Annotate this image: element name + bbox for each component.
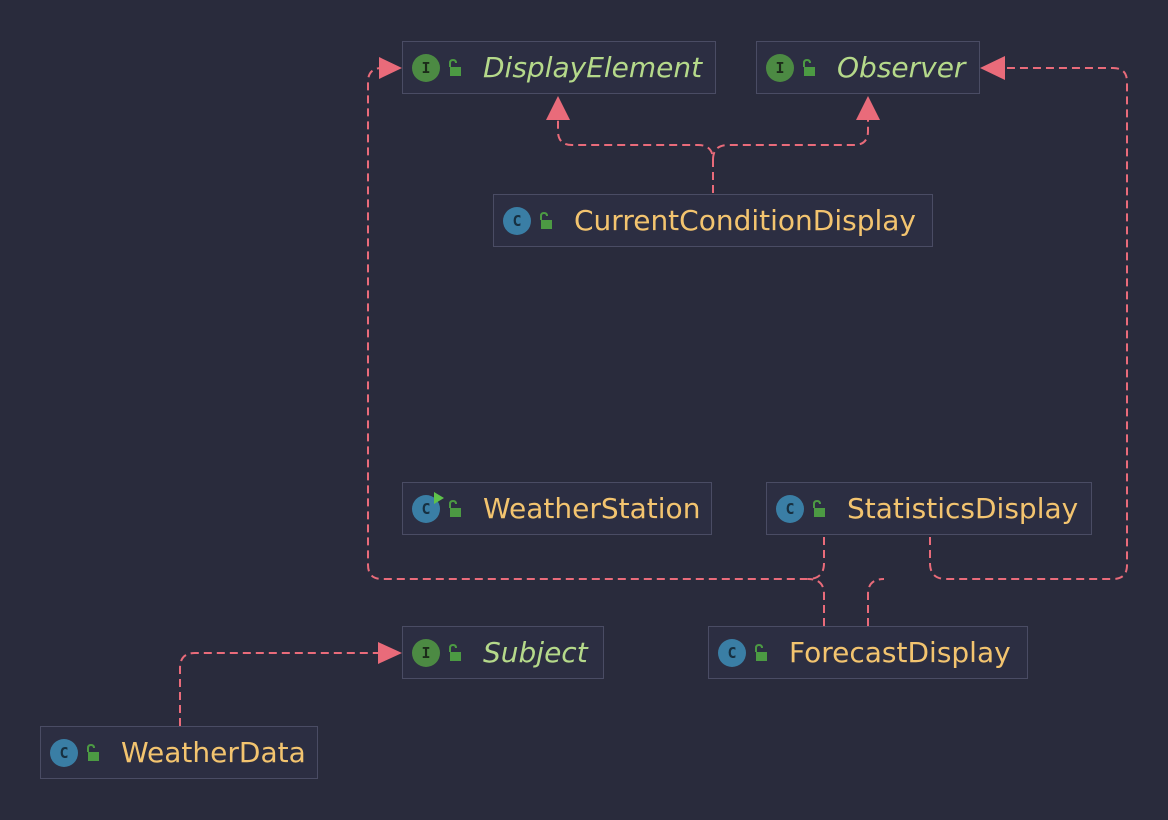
public-lock-icon (449, 58, 461, 76)
public-lock-icon (449, 499, 461, 517)
edge-forecast-observer (867, 578, 885, 626)
edge-statistics-displayelement (367, 67, 825, 580)
node-label: WeatherStation (483, 492, 701, 525)
public-lock-icon (755, 643, 767, 661)
node-label: DisplayElement (483, 51, 703, 84)
node-statistics-display[interactable]: C StatisticsDisplay (766, 482, 1092, 535)
edge-weatherdata-subject (179, 652, 380, 726)
node-weather-data[interactable]: C WeatherData (40, 726, 318, 779)
node-label: Subject (483, 636, 588, 669)
class-icon: C (503, 206, 531, 235)
interface-icon: I (766, 53, 794, 82)
runnable-class-icon: C (412, 491, 444, 523)
public-lock-icon (540, 211, 552, 229)
arrowhead-displayelement-left (379, 57, 402, 79)
node-weather-station[interactable]: C WeatherStation (402, 482, 712, 535)
arrowhead-observer-bottom (856, 96, 880, 120)
public-lock-icon (813, 499, 825, 517)
node-label: CurrentConditionDisplay (574, 204, 916, 237)
edge-currentcondition-displayelement (557, 118, 714, 193)
arrowhead-displayelement-bottom (546, 96, 570, 120)
interface-icon: I (412, 53, 440, 82)
class-icon: C (50, 738, 78, 767)
public-lock-icon (449, 643, 461, 661)
class-icon: C (776, 494, 804, 523)
node-label: WeatherData (121, 736, 306, 769)
class-icon: C (718, 638, 746, 667)
node-label: ForecastDisplay (789, 636, 1011, 669)
edge-forecast-displayelement (807, 578, 825, 626)
node-label: Observer (837, 51, 966, 84)
edge-currentcondition-observer (712, 118, 869, 161)
public-lock-icon (87, 743, 99, 761)
node-forecast-display[interactable]: C ForecastDisplay (708, 626, 1028, 679)
arrowhead-subject-left (378, 642, 402, 664)
public-lock-icon (803, 58, 815, 76)
node-observer[interactable]: I Observer (756, 41, 980, 94)
node-display-element[interactable]: I DisplayElement (402, 41, 716, 94)
run-marker-icon (434, 491, 444, 504)
node-subject[interactable]: I Subject (402, 626, 604, 679)
arrowhead-observer-right (980, 56, 1005, 80)
interface-icon: I (412, 638, 440, 667)
node-current-condition-display[interactable]: C CurrentConditionDisplay (493, 194, 933, 247)
node-label: StatisticsDisplay (847, 492, 1079, 525)
